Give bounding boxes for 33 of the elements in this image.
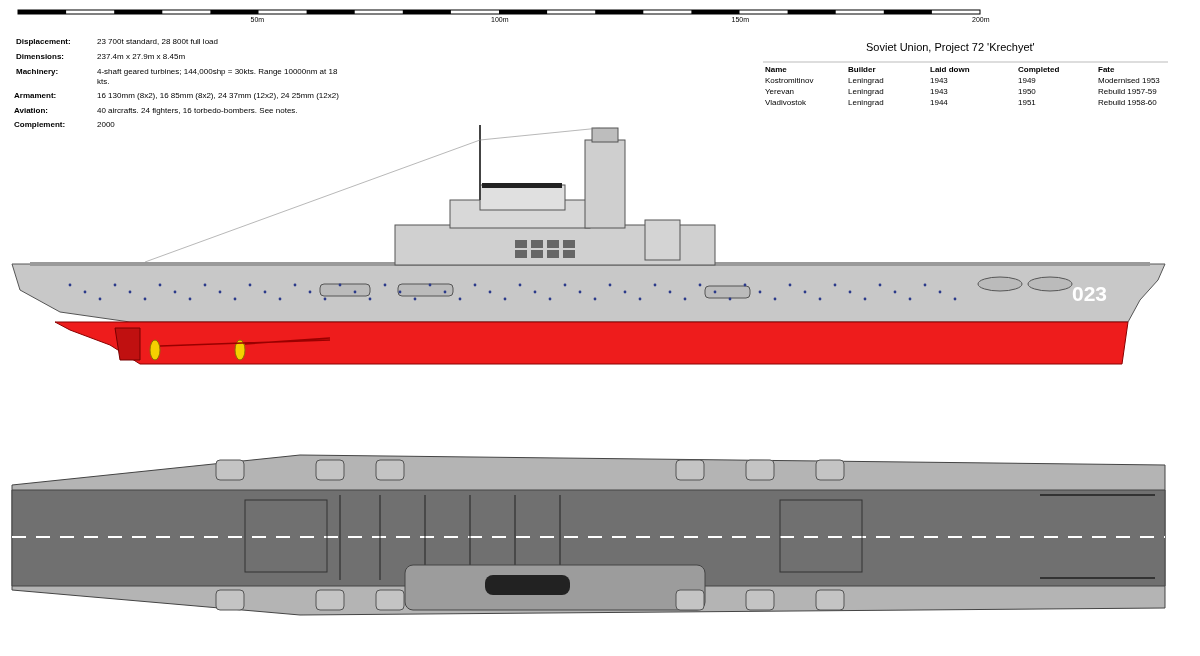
- spec-label: Dimensions:: [16, 52, 64, 62]
- spec-value: 16 130mm (8x2), 16 85mm (8x2), 24 37mm (12x2), 24 25mm (12x2): [97, 91, 340, 101]
- table-cell: Modernised 1953: [1098, 76, 1160, 86]
- table-cell: Yerevan: [765, 87, 795, 97]
- table-cell: Rebuild 1957-59: [1098, 87, 1157, 97]
- table-cell: Vladivostok: [765, 98, 806, 108]
- table-header: Completed: [1018, 65, 1060, 75]
- spec-value: 23 700t standard, 28 800t full load: [97, 37, 219, 47]
- table-cell: Leningrad: [848, 87, 884, 97]
- table-header: Fate: [1098, 65, 1115, 75]
- spec-label: Aviation:: [14, 106, 48, 116]
- table-cell: Leningrad: [848, 98, 884, 108]
- spec-value: 40 aircrafts. 24 fighters, 16 torbedo-bombers. See notes.: [97, 106, 299, 116]
- table-cell: 1944: [930, 98, 948, 108]
- spec-label: Complement:: [14, 120, 66, 130]
- table-cell: 1950: [1018, 87, 1036, 97]
- spec-value: 237.4m x 27.9m x 8.45m: [97, 52, 187, 62]
- table-header: Name: [765, 65, 787, 75]
- table-header: Builder: [848, 65, 876, 75]
- table-cell: 1943: [930, 87, 948, 97]
- spec-label: Machinery:: [16, 67, 59, 77]
- table-cell: 1951: [1018, 98, 1036, 108]
- table-cell: Rebuild 1958-60: [1098, 98, 1157, 108]
- table-cell: Kostromitinov: [765, 76, 814, 86]
- spec-label: Armament:: [14, 91, 57, 101]
- title: Soviet Union, Project 72 'Krechyet': [866, 41, 1035, 54]
- spec-value: 2000: [97, 120, 116, 130]
- spec-value: 4-shaft geared turbines; 144,000shp = 30kts. Range 10000nm at 18 kts.: [97, 67, 339, 87]
- spec-label: Displacement:: [16, 37, 71, 47]
- table-cell: 1949: [1018, 76, 1036, 86]
- table-cell: 1943: [930, 76, 948, 86]
- table-cell: Leningrad: [848, 76, 884, 86]
- table-header: Laid down: [930, 65, 970, 75]
